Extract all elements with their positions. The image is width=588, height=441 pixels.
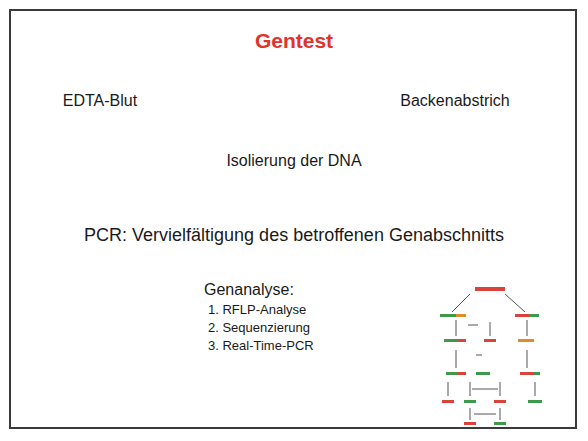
sample-label: EDTA-Blut — [63, 91, 137, 110]
slide-frame — [9, 9, 577, 429]
step-label: PCR: Vervielfältigung des betroffenen Ge… — [84, 225, 504, 247]
method-item: 2. Sequenzierung — [208, 320, 310, 336]
slide-title: Gentest — [255, 28, 333, 53]
step-label: Isolierung der DNA — [226, 151, 361, 170]
method-item: 1. RFLP-Analyse — [208, 302, 306, 318]
step-heading: Genanalyse: — [204, 280, 294, 299]
sample-label: Backenabstrich — [400, 91, 509, 110]
method-item: 3. Real-Time-PCR — [208, 338, 314, 354]
